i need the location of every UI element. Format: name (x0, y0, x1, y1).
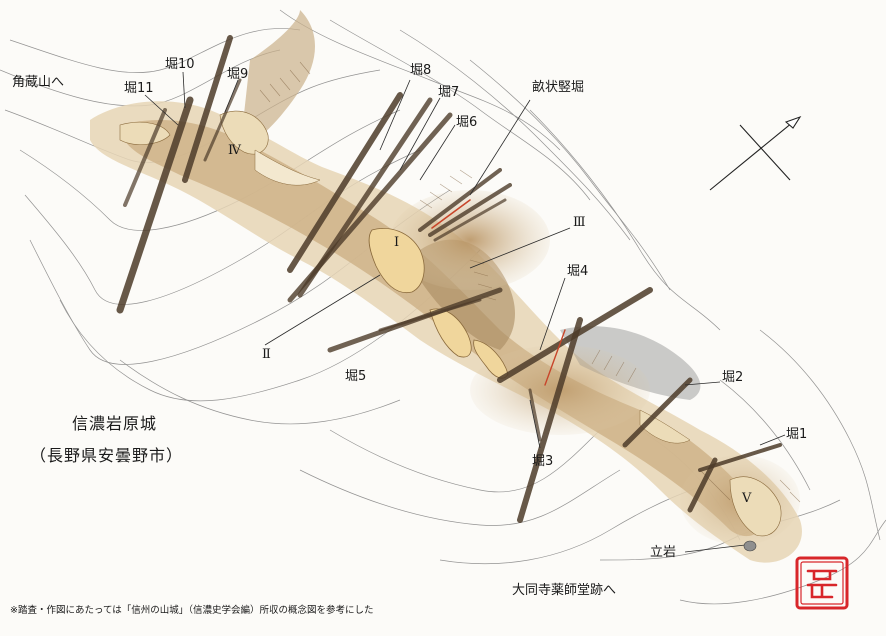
label-moat-1: 堀1 (786, 427, 808, 442)
leader-lines (144, 71, 786, 553)
label-moat-11: 堀11 (124, 81, 154, 96)
label-moat-2: 堀2 (722, 370, 744, 385)
label-moat-4: 堀4 (567, 264, 589, 279)
label-une-moat: 畝状竪堀 (532, 80, 585, 95)
north-arrow-icon (709, 115, 802, 191)
label-bailey-2: Ⅱ (262, 347, 271, 362)
label-moat-10: 堀10 (165, 57, 195, 72)
contour-lines (0, 9, 886, 605)
label-bailey-4: Ⅳ (228, 143, 241, 158)
label-bailey-1: Ⅰ (394, 235, 400, 250)
label-daidoji-direction: 大同寺薬師堂跡へ (512, 583, 617, 598)
label-moat-3: 堀3 (532, 454, 554, 469)
label-moat-6: 堀6 (456, 115, 478, 130)
map-subtitle: （長野県安曇野市） (30, 446, 184, 465)
reference-note: ※踏査・作図にあたっては「信州の山城」（信濃史学会編）所収の概念図を参考にした (10, 605, 374, 616)
label-bailey-5: Ⅴ (742, 491, 752, 506)
label-moat-9: 堀9 (227, 67, 249, 82)
seal-stamp-icon (795, 556, 849, 610)
tateiwa-rock-icon (743, 540, 757, 552)
label-moat-8: 堀8 (410, 63, 432, 78)
moats (116, 35, 782, 523)
label-kakuzo-direction: 角蔵山へ (12, 75, 65, 90)
baileys (119, 110, 782, 537)
map-title: 信濃岩原城 (72, 414, 158, 433)
label-tateiwa: 立岩 (650, 545, 677, 560)
label-moat-5: 堀5 (345, 369, 367, 384)
label-moat-7: 堀7 (438, 85, 460, 100)
label-bailey-3: Ⅲ (573, 215, 586, 230)
